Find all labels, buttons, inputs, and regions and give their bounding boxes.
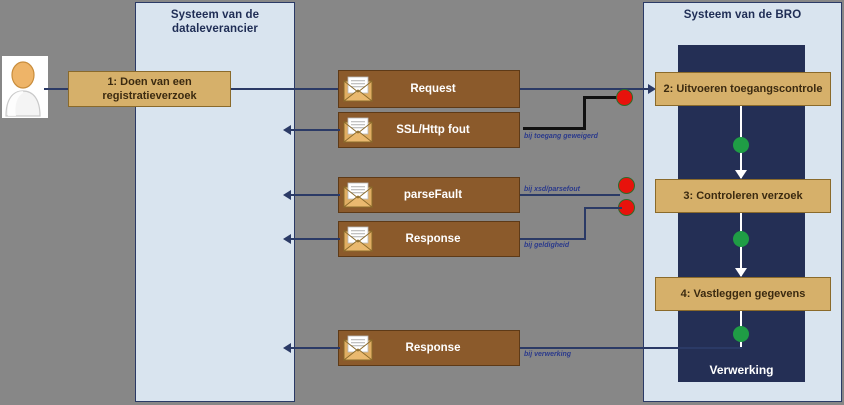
- arrow-parsefault-left: [283, 190, 291, 200]
- annotation-parse: bij xsd/parsefout: [524, 186, 581, 193]
- message-response-1[interactable]: Response: [338, 221, 520, 257]
- connector-verwerking-h: [520, 347, 742, 349]
- process-step-2[interactable]: 2: Uitvoeren toegangscontrole: [655, 72, 831, 106]
- connector-ssl-left: [290, 129, 340, 131]
- verwerking-label: Verwerking: [709, 363, 774, 377]
- connector-response1-left: [290, 238, 340, 240]
- flow-node-3[interactable]: [733, 326, 749, 342]
- connector-geldig-v: [584, 207, 586, 239]
- connector-actor-step1: [44, 88, 70, 90]
- connector-geldig-h1: [584, 207, 622, 209]
- user-icon: [2, 56, 48, 118]
- message-response-1-label: Response: [405, 233, 461, 245]
- process-step-1[interactable]: 1: Doen van een registratieverzoek: [68, 71, 231, 107]
- error-elbow-bottom-h: [523, 127, 586, 130]
- connector-step1-request: [231, 88, 339, 90]
- connector-parsefault-h: [520, 194, 620, 196]
- message-request-label: Request: [410, 83, 456, 95]
- connector-request-out: [520, 88, 650, 90]
- connector-geldig-h2: [520, 238, 586, 240]
- message-response-2[interactable]: Response: [338, 330, 520, 366]
- connector-parsefault-left: [290, 194, 340, 196]
- envelope-icon: [342, 75, 374, 103]
- envelope-icon: [342, 181, 374, 209]
- message-ssl-http-fout-label: SSL/Http fout: [396, 124, 470, 136]
- arrow-to-step2: [648, 84, 656, 94]
- arrow-response1-left: [283, 234, 291, 244]
- envelope-icon: [342, 116, 374, 144]
- flow-node-2[interactable]: [733, 231, 749, 247]
- message-response-2-label: Response: [405, 342, 461, 354]
- annotation-geldig: bij geldigheid: [524, 242, 570, 249]
- flow-arrow-2: [735, 268, 747, 277]
- flow-node-1[interactable]: [733, 137, 749, 153]
- process-step-4[interactable]: 4: Vastleggen gegevens: [655, 277, 831, 311]
- message-parsefault[interactable]: parseFault: [338, 177, 520, 213]
- envelope-icon: [342, 334, 374, 362]
- arrow-ssl-left: [283, 125, 291, 135]
- lane-bro-title: Systeem van de BRO: [683, 9, 802, 21]
- annotation-verwerking: bij verwerking: [524, 351, 572, 358]
- envelope-icon: [342, 225, 374, 253]
- lane-dataleverancier-title: Systeem van de dataleverancier: [170, 9, 260, 35]
- flow-arrow-1: [735, 170, 747, 179]
- error-node-parse[interactable]: [618, 177, 635, 194]
- lane-dataleverancier: [135, 2, 295, 402]
- message-request[interactable]: Request: [338, 70, 520, 108]
- error-elbow-top-v: [583, 96, 586, 130]
- process-step-3[interactable]: 3: Controleren verzoek: [655, 179, 831, 213]
- annotation-toegang: bij toegang geweigerd: [524, 133, 598, 140]
- connector-response2-left: [290, 347, 340, 349]
- error-node-toegang[interactable]: [616, 89, 633, 106]
- message-ssl-http-fout[interactable]: SSL/Http fout: [338, 112, 520, 148]
- arrow-response2-left: [283, 343, 291, 353]
- message-parsefault-label: parseFault: [403, 189, 463, 201]
- error-elbow-top-h: [583, 96, 618, 99]
